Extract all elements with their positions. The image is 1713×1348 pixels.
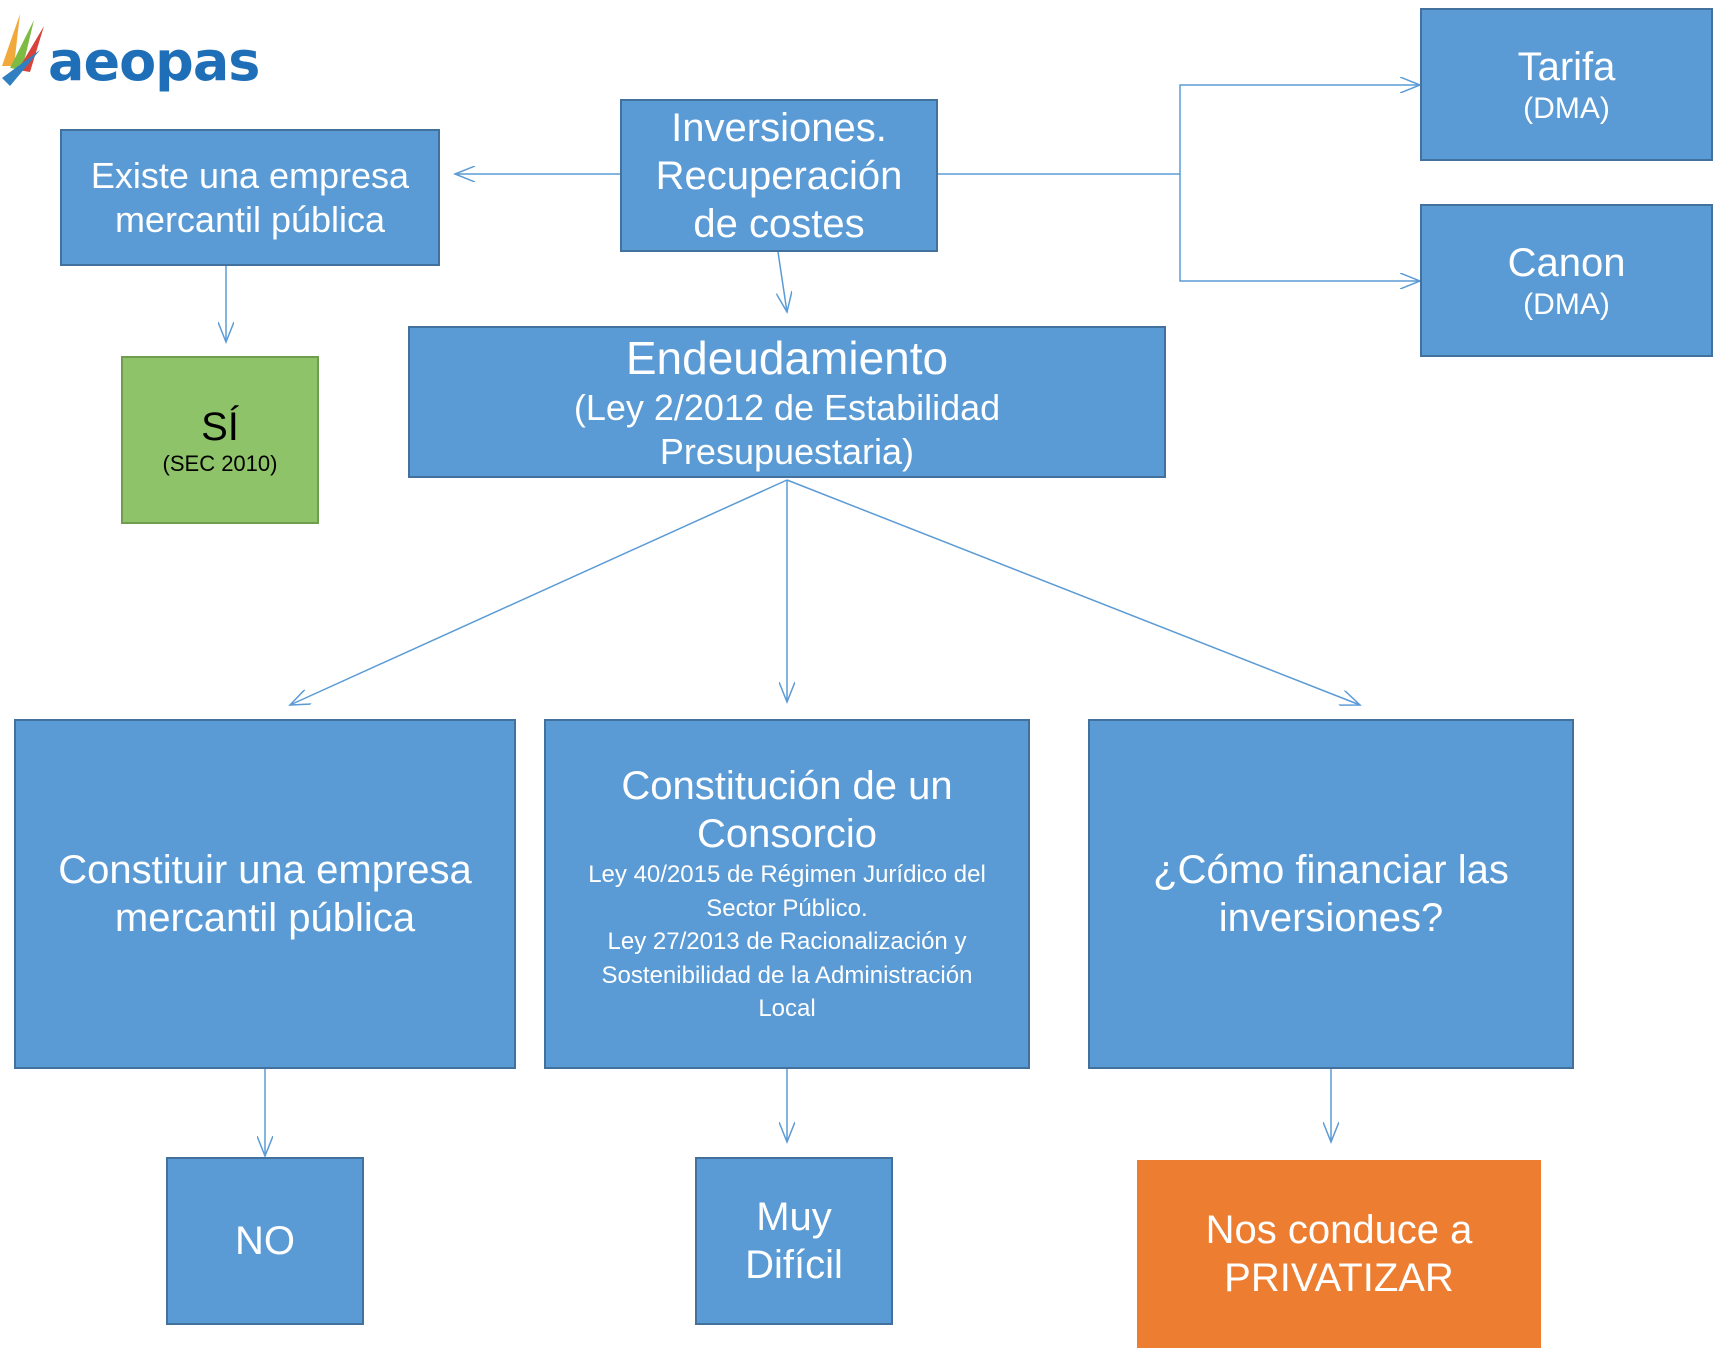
node-financiar-line2: inversiones? — [1218, 896, 1444, 940]
arrow-inversiones-endeudamiento — [778, 251, 787, 312]
node-inversiones-line1: Inversiones. — [671, 105, 887, 150]
node-financiar-line1: ¿Cómo financiar las — [1153, 848, 1509, 892]
node-constituir-line1: Constituir una empresa — [58, 848, 472, 892]
aeopas-logo: aeopas — [0, 6, 260, 96]
node-muydificil-line1: Muy — [756, 1195, 832, 1239]
node-consorcio-title2: Consorcio — [696, 812, 878, 857]
node-muy-dificil: Muy Difícil — [695, 1157, 893, 1325]
node-canon: Canon (DMA) — [1420, 204, 1713, 357]
node-canon-sub: (DMA) — [1523, 287, 1610, 321]
node-consorcio-law1: Ley 40/2015 de Régimen Jurídico del — [588, 861, 986, 889]
node-tarifa-sub: (DMA) — [1523, 91, 1610, 125]
node-no: NO — [166, 1157, 364, 1325]
node-endeudamiento-sub1: (Ley 2/2012 de Estabilidad — [573, 387, 1001, 429]
node-si-title: SÍ — [201, 404, 239, 449]
node-si-sub: (SEC 2010) — [162, 450, 278, 476]
node-constituir-empresa: Constituir una empresa mercantil pública — [14, 719, 516, 1069]
logo-text: aeopas — [48, 30, 260, 93]
arrow-endeudamiento-constituir — [290, 479, 788, 705]
node-inversiones-line3: de costes — [693, 201, 865, 246]
node-consorcio-law3: Ley 27/2013 de Racionalización y — [607, 928, 967, 956]
node-no-title: NO — [235, 1219, 295, 1263]
node-canon-title: Canon — [1507, 240, 1626, 285]
node-constituir-line2: mercantil pública — [114, 896, 416, 940]
node-privatizar: Nos conduce a PRIVATIZAR — [1137, 1160, 1541, 1348]
arrow-endeudamiento-financiar — [786, 479, 1360, 705]
node-consorcio-law4: Sostenibilidad de la Administración — [601, 961, 973, 989]
node-consorcio-law5: Local — [758, 995, 816, 1023]
node-privatizar-line1: Nos conduce a — [1205, 1208, 1473, 1252]
node-privatizar-line2: PRIVATIZAR — [1224, 1256, 1454, 1300]
node-inversiones: Inversiones. Recuperación de costes — [620, 99, 938, 252]
node-muydificil-line2: Difícil — [745, 1243, 843, 1287]
node-existe-line2: mercantil pública — [114, 198, 386, 240]
node-consorcio: Constitución de un Consorcio Ley 40/2015… — [544, 719, 1030, 1069]
node-existe-line1: Existe una empresa — [90, 155, 410, 197]
node-endeudamiento-title: Endeudamiento — [625, 332, 949, 385]
node-consorcio-law2: Sector Público. — [706, 894, 868, 922]
node-tarifa: Tarifa (DMA) — [1420, 8, 1713, 161]
logo-mark-icon — [2, 14, 44, 86]
node-inversiones-line2: Recuperación — [655, 153, 903, 198]
node-endeudamiento-sub2: Presupuestaria) — [659, 430, 915, 472]
node-existe-empresa: Existe una empresa mercantil pública — [60, 129, 440, 266]
node-financiar: ¿Cómo financiar las inversiones? — [1088, 719, 1574, 1069]
node-endeudamiento: Endeudamiento (Ley 2/2012 de Estabilidad… — [408, 326, 1166, 478]
node-tarifa-title: Tarifa — [1517, 44, 1616, 89]
node-si: SÍ (SEC 2010) — [121, 356, 319, 524]
arrow-inversiones-tarifa — [938, 85, 1420, 175]
node-consorcio-title1: Constitución de un — [621, 764, 953, 809]
arrow-inversiones-canon — [1179, 174, 1420, 281]
